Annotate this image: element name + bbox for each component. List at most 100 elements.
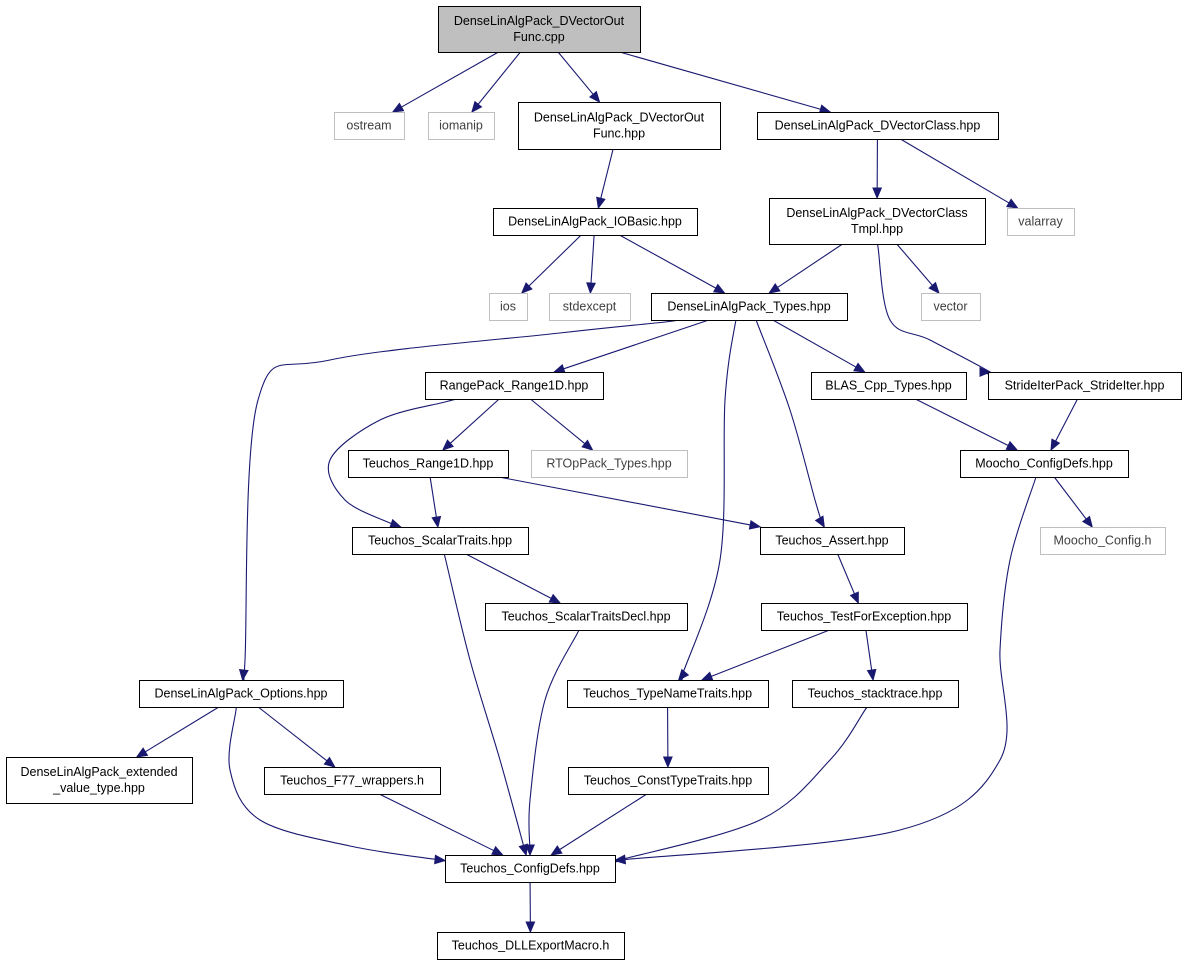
arrowhead-icon (518, 843, 529, 857)
node-dllexport[interactable]: Teuchos_DLLExportMacro.h (437, 932, 625, 960)
node-stacktrace[interactable]: Teuchos_stacktrace.hpp (792, 680, 959, 708)
arrowhead-icon (238, 668, 249, 682)
edge-iobasic-to-types (619, 234, 726, 294)
arrowhead-icon (525, 844, 535, 857)
arrowhead-icon (391, 102, 405, 113)
edge-line (530, 398, 586, 445)
arrowhead-icon (1006, 198, 1019, 209)
edge-dvectorclasstmpl-to-types (768, 243, 843, 294)
edge-line (915, 398, 1009, 447)
edge-options-to-f77wrappers (257, 706, 336, 768)
edge-t_configdefs-to-dllexport (525, 881, 536, 934)
node-label-line: DenseLinAlgPack_DVectorClass.hpp (775, 119, 981, 133)
node-scalartraitsdecl[interactable]: Teuchos_ScalarTraitsDecl.hpp (485, 603, 688, 631)
node-box (988, 372, 1182, 400)
node-label-line: vector (933, 300, 967, 314)
edge-dvectorclass-to-valarray (900, 138, 1019, 209)
edge-types-to-blas_types (772, 319, 866, 373)
node-label-line: Func.cpp (513, 30, 564, 44)
edge-dvoutfunc_hpp-to-iobasic (596, 148, 614, 210)
arrowhead-icon (748, 519, 762, 530)
node-label-line: DenseLinAlgPack_IOBasic.hpp (508, 215, 682, 229)
node-box (811, 372, 967, 400)
node-types[interactable]: DenseLinAlgPack_Types.hpp (651, 293, 848, 321)
node-typenametraits[interactable]: Teuchos_TypeNameTraits.hpp (567, 680, 769, 708)
node-label-line: Teuchos_Assert.hpp (775, 534, 888, 548)
node-label-line: ostream (346, 119, 391, 133)
node-dvectorclass[interactable]: DenseLinAlgPack_DVectorClass.hpp (757, 112, 999, 140)
arrowhead-icon (613, 854, 626, 865)
node-f77wrappers[interactable]: Teuchos_F77_wrappers.h (264, 767, 441, 795)
node-box (792, 680, 959, 708)
edge-dvectorclass-to-dvectorclasstmpl (872, 138, 883, 200)
node-t-assert[interactable]: Teuchos_Assert.hpp (760, 527, 905, 555)
node-t-configdefs[interactable]: Teuchos_ConfigDefs.hpp (445, 855, 616, 883)
edge-line (896, 243, 933, 286)
node-t-range1d[interactable]: Teuchos_Range1D.hpp (348, 450, 509, 478)
arrowhead-icon (928, 281, 940, 294)
edge-line (449, 398, 500, 444)
edge-range1d_rp-to-scalartraits (327, 398, 458, 529)
edge-line (900, 138, 1010, 204)
node-box (489, 293, 528, 321)
edge-line (1053, 476, 1087, 520)
edge-consttypetraits-to-t_configdefs (550, 793, 648, 856)
node-iobasic[interactable]: DenseLinAlgPack_IOBasic.hpp (493, 208, 698, 236)
arrowhead-icon (1081, 515, 1094, 529)
edge-line (401, 51, 499, 108)
node-extended[interactable]: DenseLinAlgPack_extended_value_type.hpp (6, 757, 193, 804)
node-box (531, 450, 688, 478)
node-box (518, 102, 721, 150)
edge-line (619, 234, 717, 289)
node-moocho-cfg[interactable]: Moocho_ConfigDefs.hpp (960, 450, 1129, 478)
edge-strideiter-to-moocho_cfg (1050, 398, 1078, 452)
node-label-line: DenseLinAlgPack_Types.hpp (667, 300, 830, 314)
edge-iobasic-to-stdexcept (586, 234, 596, 295)
node-consttypetraits[interactable]: Teuchos_ConstTypeTraits.hpp (568, 767, 769, 795)
edge-line (145, 706, 220, 753)
edge-scalartraits-to-scalartraitsdecl (465, 553, 562, 604)
edge-line (563, 319, 710, 370)
node-box (438, 6, 641, 53)
arrowhead-icon (712, 283, 726, 294)
arrowhead-icon (323, 756, 336, 768)
edge-blas_types-to-moocho_cfg (915, 398, 1019, 451)
node-scalartraits[interactable]: Teuchos_ScalarTraits.hpp (352, 527, 529, 555)
edge-line (619, 51, 821, 110)
arrowhead-icon (700, 671, 714, 681)
node-label-line: BLAS_Cpp_Types.hpp (825, 379, 952, 393)
arrowhead-icon (441, 439, 454, 451)
edge-testforexc-to-stacktrace (865, 629, 877, 682)
node-box (6, 757, 193, 804)
edge-line (477, 51, 521, 105)
edge-line (777, 243, 843, 288)
arrowhead-icon (596, 196, 606, 210)
node-strideiter[interactable]: StrideIterPack_StrideIter.hpp (988, 372, 1182, 400)
node-label-line: valarray (1018, 215, 1063, 229)
edge-types-to-options (238, 319, 678, 684)
edge-line (590, 234, 595, 284)
arrowhead-icon (550, 845, 563, 856)
arrowhead-icon (589, 90, 601, 103)
node-range1d-rp[interactable]: RangePack_Range1D.hpp (425, 372, 604, 400)
node-box (1007, 208, 1075, 236)
node-label-line: DenseLinAlgPack_Options.hpp (154, 687, 327, 701)
edge-line (429, 476, 437, 518)
edge-line (679, 317, 740, 684)
node-blas-types[interactable]: BLAS_Cpp_Types.hpp (811, 372, 967, 400)
node-box (334, 112, 405, 140)
node-box (921, 293, 981, 321)
edge-line (837, 553, 855, 594)
edge-types-to-range1d_rp (552, 319, 710, 374)
arrowhead-icon (1005, 440, 1019, 451)
node-options[interactable]: DenseLinAlgPack_Options.hpp (139, 680, 344, 708)
node-ostream: ostream (334, 112, 405, 140)
node-label-line: Teuchos_ConfigDefs.hpp (460, 862, 600, 876)
edge-root-to-dvoutfunc_hpp (557, 51, 601, 103)
node-testforexc[interactable]: Teuchos_TestForException.hpp (761, 603, 968, 631)
node-box (348, 450, 509, 478)
arrowhead-icon (581, 439, 594, 451)
